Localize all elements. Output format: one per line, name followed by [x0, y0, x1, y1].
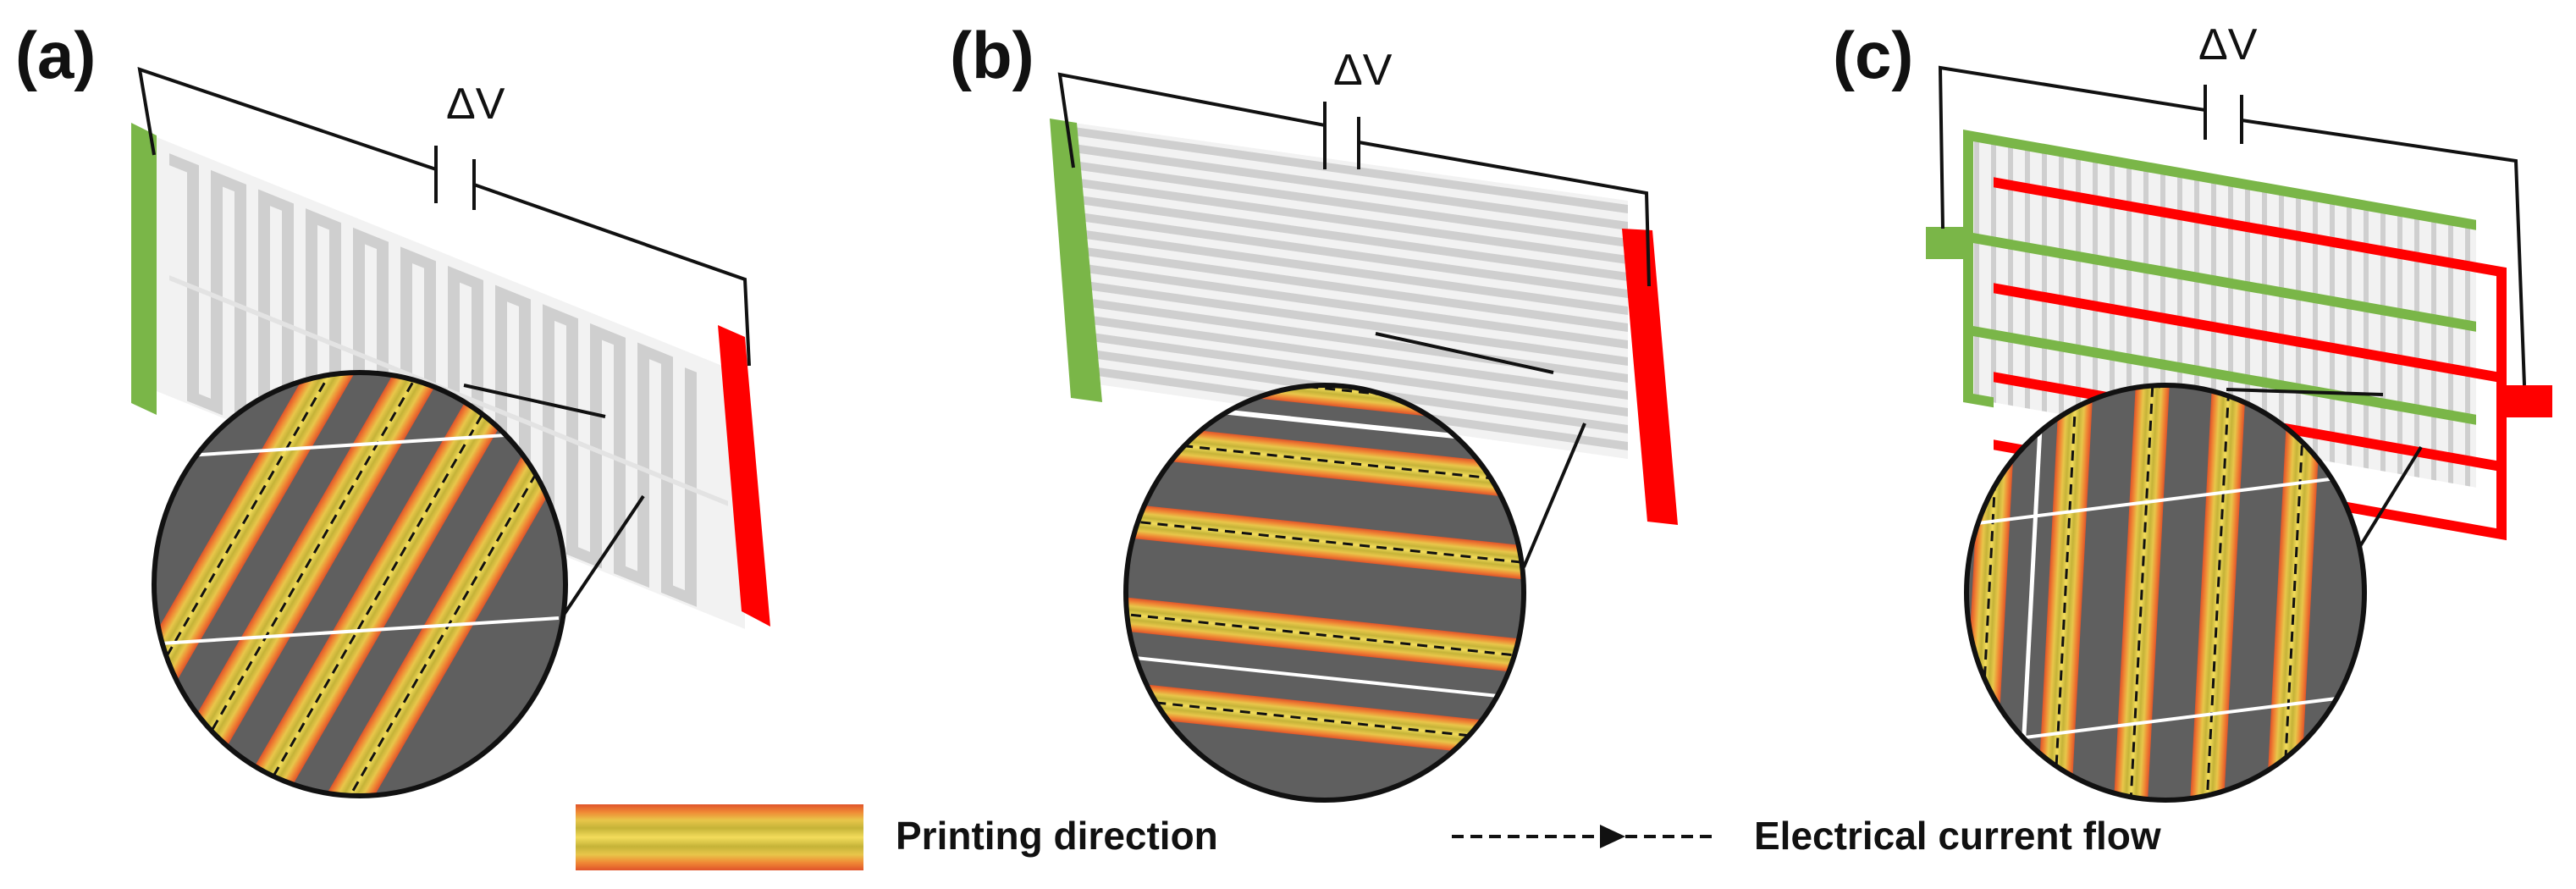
legend-current-flow-arrowhead [1600, 825, 1625, 848]
panel-b-voltage-source [1057, 72, 1651, 287]
legend-printing-direction-swatch [576, 804, 863, 870]
panel-b-delta-v-label: ΔV [1333, 46, 1393, 95]
panel-a-negative-electrode [718, 325, 770, 627]
panel-c-voltage-source [1938, 65, 2526, 386]
panel-a-label: (a) [15, 18, 96, 92]
panel-a-zoom-lines [463, 384, 645, 627]
panel-b-label: (b) [950, 18, 1034, 92]
panel-c-label: (c) [1833, 18, 1913, 92]
panel-a-zoom-circle [152, 370, 568, 798]
panel-c-delta-v-label: ΔV [2198, 20, 2258, 69]
panel-b: (b) ΔV [950, 18, 1678, 803]
panel-c-positive-terminal [1926, 227, 1972, 259]
legend-printing-direction-label: Printing direction [896, 814, 1218, 858]
panel-c-zoom-circle [1964, 383, 2367, 803]
panel-b-positive-electrode [1050, 119, 1102, 402]
panel-a: (a) ΔV [15, 18, 770, 798]
panel-a-voltage-source [137, 67, 751, 367]
panel-a-delta-v-label: ΔV [446, 80, 505, 129]
panel-c-positive-comb [1963, 129, 2476, 425]
panel-b-zoom-lines [1375, 332, 1586, 568]
legend-current-flow-label: Electrical current flow [1754, 814, 2161, 858]
panel-a-positive-electrode [131, 123, 157, 415]
panel-c-negative-terminal [2502, 385, 2552, 417]
panel-b-negative-electrode [1622, 229, 1678, 525]
panel-c: (c) [1833, 18, 2552, 803]
legend: Printing direction Electrical current fl… [576, 804, 2161, 870]
